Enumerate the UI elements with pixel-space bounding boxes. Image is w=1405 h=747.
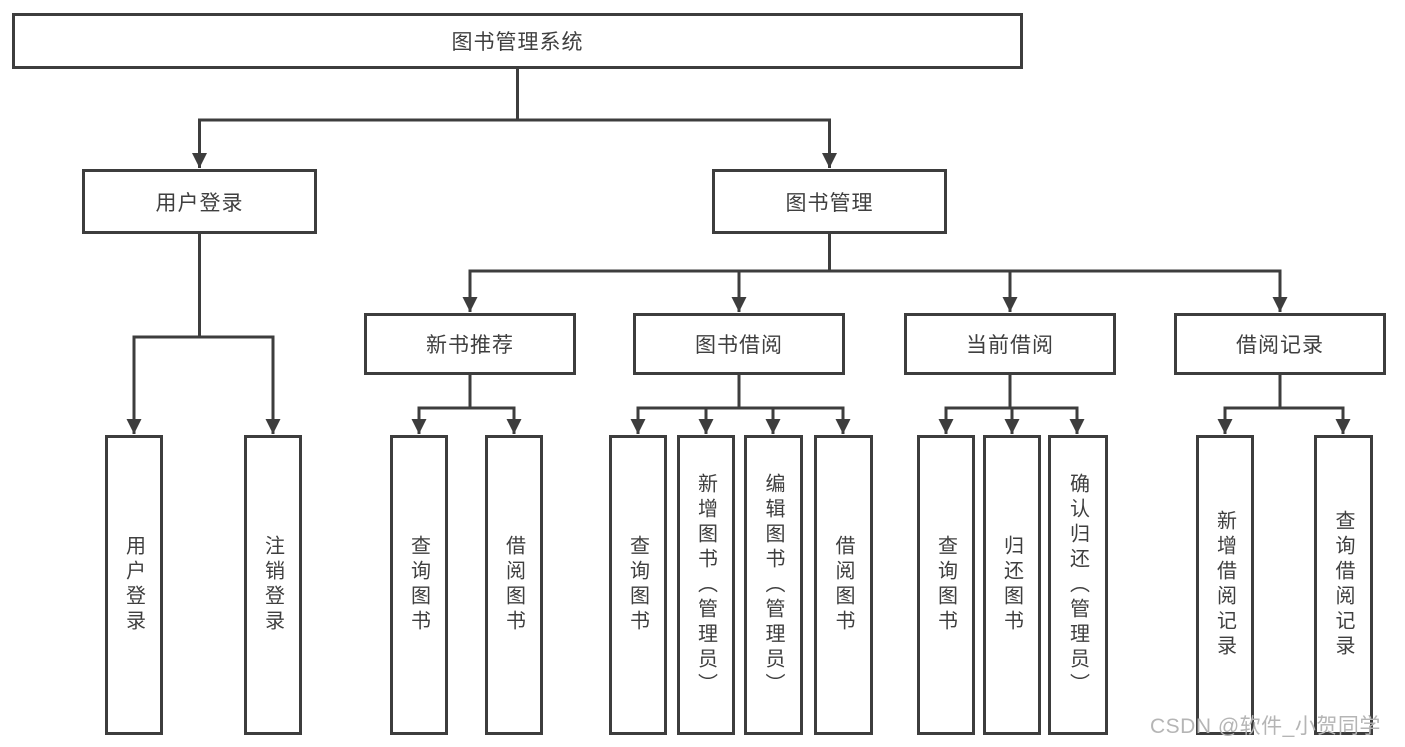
node-label: 查询图书 — [407, 535, 430, 635]
node-leaf-query-borrow-record: 查询借阅记录 — [1314, 435, 1373, 735]
node-leaf-return-book: 归还图书 — [983, 435, 1041, 735]
node-borrowing-records: 借阅记录 — [1174, 313, 1386, 375]
node-label: 用户登录 — [155, 191, 244, 215]
node-label: 图书管理系统 — [451, 31, 584, 54]
node-label: 当前借阅 — [966, 334, 1054, 357]
connector-root-to-level2 — [192, 66, 837, 168]
node-label: 借阅图书 — [502, 535, 525, 635]
connector-book-mgmt-children — [462, 231, 1288, 312]
node-label: 借阅图书 — [832, 535, 854, 635]
connector-book-borrow-children — [630, 372, 851, 434]
node-leaf-borrow-book-1: 借阅图书 — [485, 435, 543, 735]
node-new-book-recommendation: 新书推荐 — [364, 313, 576, 375]
connector-new-book-children — [411, 372, 522, 434]
connector-borrow-record-children — [1217, 372, 1351, 434]
node-leaf-add-borrow-record: 新增借阅记录 — [1196, 435, 1254, 735]
csdn-watermark: CSDN @软件_小贺同学 — [1150, 715, 1381, 738]
node-leaf-edit-book-admin: 编辑图书（管理员） — [744, 435, 803, 735]
node-label: 注销登录 — [261, 535, 284, 635]
node-leaf-user-login: 用户登录 — [105, 435, 163, 735]
node-label: 图书借阅 — [695, 334, 783, 357]
node-label: 确认归还（管理员） — [1066, 472, 1089, 698]
node-label: 新书推荐 — [426, 334, 514, 357]
node-label: 编辑图书（管理员） — [762, 472, 784, 698]
node-leaf-borrow-book-2: 借阅图书 — [814, 435, 873, 735]
connector-user-login-children — [126, 231, 281, 434]
node-label: 查询图书 — [934, 535, 957, 635]
node-label: 用户登录 — [122, 535, 145, 635]
node-label: 查询借阅记录 — [1332, 510, 1354, 660]
node-user-login: 用户登录 — [82, 169, 317, 234]
node-label: 新增图书（管理员） — [694, 472, 717, 698]
node-label: 新增借阅记录 — [1213, 510, 1236, 660]
node-book-management: 图书管理 — [712, 169, 947, 234]
node-leaf-query-book-2: 查询图书 — [609, 435, 667, 735]
node-label: 图书管理 — [785, 191, 874, 215]
node-leaf-query-book-1: 查询图书 — [390, 435, 448, 735]
node-leaf-add-book-admin: 新增图书（管理员） — [677, 435, 735, 735]
node-label: 归还图书 — [1000, 535, 1023, 635]
node-current-borrowing: 当前借阅 — [904, 313, 1116, 375]
node-leaf-query-book-3: 查询图书 — [917, 435, 975, 735]
node-label: 查询图书 — [626, 535, 649, 635]
node-leaf-logout: 注销登录 — [244, 435, 302, 735]
node-leaf-confirm-return-admin: 确认归还（管理员） — [1048, 435, 1108, 735]
connector-current-borrow-children — [938, 372, 1085, 434]
node-book-borrowing: 图书借阅 — [633, 313, 845, 375]
node-root-library-system: 图书管理系统 — [12, 13, 1023, 69]
node-label: 借阅记录 — [1236, 334, 1324, 357]
